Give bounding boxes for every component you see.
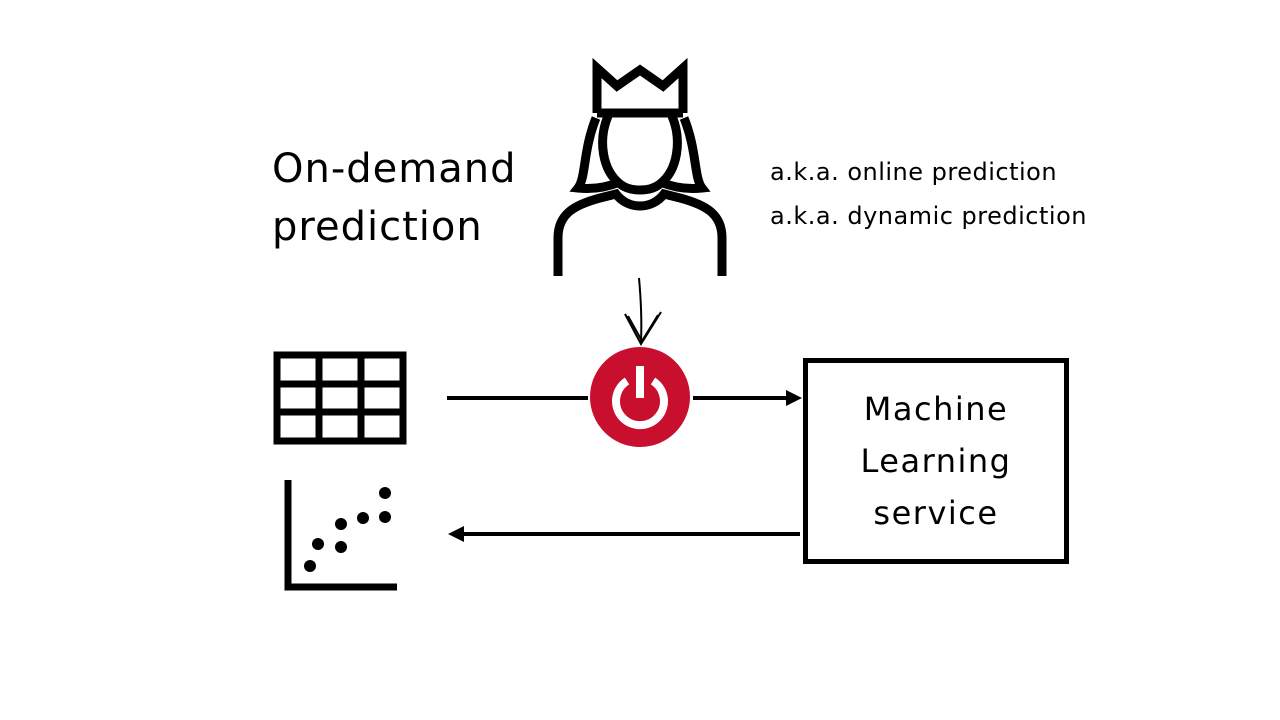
scatter-plot-icon [284,480,397,591]
face-outline [598,114,682,195]
ml-service-line-3: service [873,494,999,532]
shoulders-outline [553,188,727,276]
alias-dynamic: a.k.a. dynamic prediction [770,202,1087,230]
ml-service-line-2: Learning [860,442,1012,480]
alias-online: a.k.a. online prediction [770,158,1058,186]
ml-service-label: Machine Learning service [861,383,1012,539]
response-arrow [448,526,800,542]
table-grid-icon [273,351,407,445]
request-arrow [447,390,802,406]
crown-icon [592,57,688,113]
title-line-1: On-demand [272,146,517,192]
ml-service-line-1: Machine [863,390,1009,428]
down-arrow [624,277,662,346]
aliases: a.k.a. online prediction a.k.a. dynamic … [770,150,1087,238]
diagram-title: On-demand prediction [272,140,517,256]
ml-service-box: Machine Learning service [803,358,1069,564]
title-line-2: prediction [272,204,483,250]
queen-user-icon [553,57,727,276]
power-button-icon [590,347,690,447]
